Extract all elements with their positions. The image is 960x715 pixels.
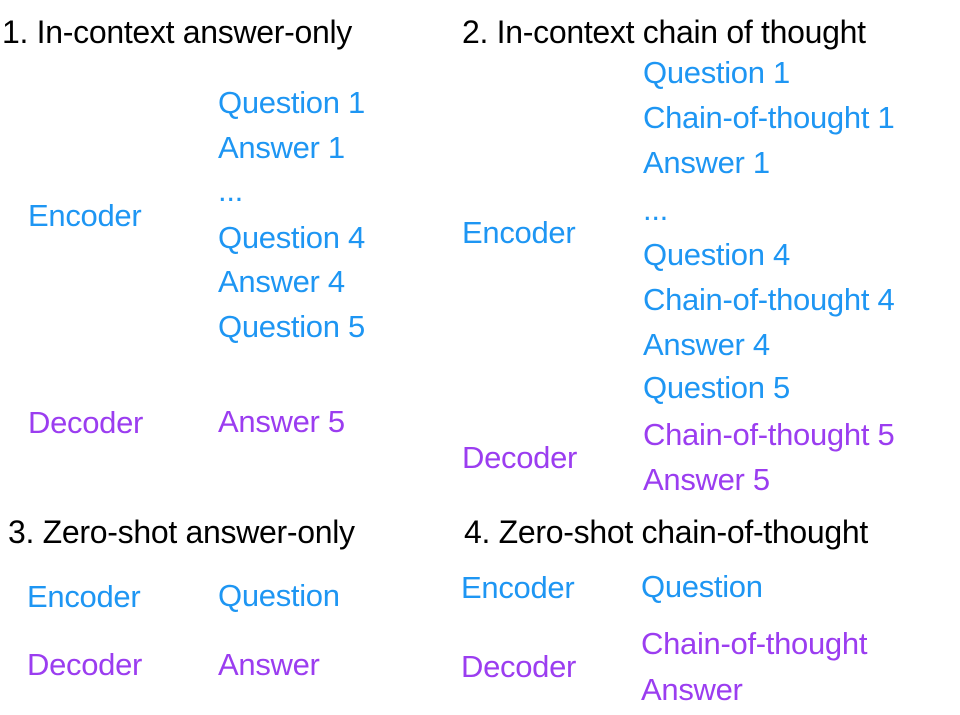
panel-3-encoder-label: Encoder (27, 579, 141, 614)
panel-2-encoder-line-2: Chain-of-thought 1 (643, 100, 895, 135)
panel-1-encoder-line-1: Question 1 (218, 85, 365, 120)
panel-2-encoder-line-1: Question 1 (643, 55, 790, 90)
panel-4-decoder-line-2: Answer (641, 672, 743, 707)
panel-4-decoder-line-1: Chain-of-thought (641, 626, 868, 661)
panel-2-encoder-ellipsis: ... (643, 192, 668, 227)
panel-3-encoder-line-1: Question (218, 578, 340, 613)
panel-3-decoder-line-1: Answer (218, 647, 320, 682)
panel-4-title: 4. Zero-shot chain-of-thought (464, 514, 868, 550)
panel-4-encoder-line-1: Question (641, 569, 763, 604)
panel-1-encoder-line-2: Answer 1 (218, 130, 345, 165)
panel-1-encoder-line-5: Answer 4 (218, 264, 345, 299)
panel-1-encoder-label: Encoder (28, 198, 142, 233)
panel-2-encoder-label: Encoder (462, 215, 576, 250)
panel-1-decoder-line-1: Answer 5 (218, 404, 345, 439)
panel-1-encoder-line-6: Question 5 (218, 309, 365, 344)
panel-2-decoder-line-1: Chain-of-thought 5 (643, 417, 895, 452)
panel-3-title: 3. Zero-shot answer-only (8, 514, 355, 550)
panel-2-decoder-line-2: Answer 5 (643, 462, 770, 497)
panel-2-title: 2. In-context chain of thought (462, 14, 866, 50)
panel-2-encoder-line-6: Chain-of-thought 4 (643, 282, 895, 317)
panel-1-encoder-ellipsis: ... (218, 173, 243, 208)
panel-2-encoder-line-8: Question 5 (643, 370, 790, 405)
panel-1-decoder-label: Decoder (28, 405, 144, 440)
panel-2-encoder-line-7: Answer 4 (643, 327, 770, 362)
panel-4-decoder-label: Decoder (461, 649, 577, 684)
panel-2-encoder-line-5: Question 4 (643, 237, 790, 272)
panel-1-title: 1. In-context answer-only (2, 14, 353, 50)
panel-4-encoder-label: Encoder (461, 570, 575, 605)
panel-2-decoder-label: Decoder (462, 440, 578, 475)
panel-3-decoder-label: Decoder (27, 647, 143, 682)
panel-2-encoder-line-3: Answer 1 (643, 145, 770, 180)
panel-1-encoder-line-4: Question 4 (218, 220, 365, 255)
